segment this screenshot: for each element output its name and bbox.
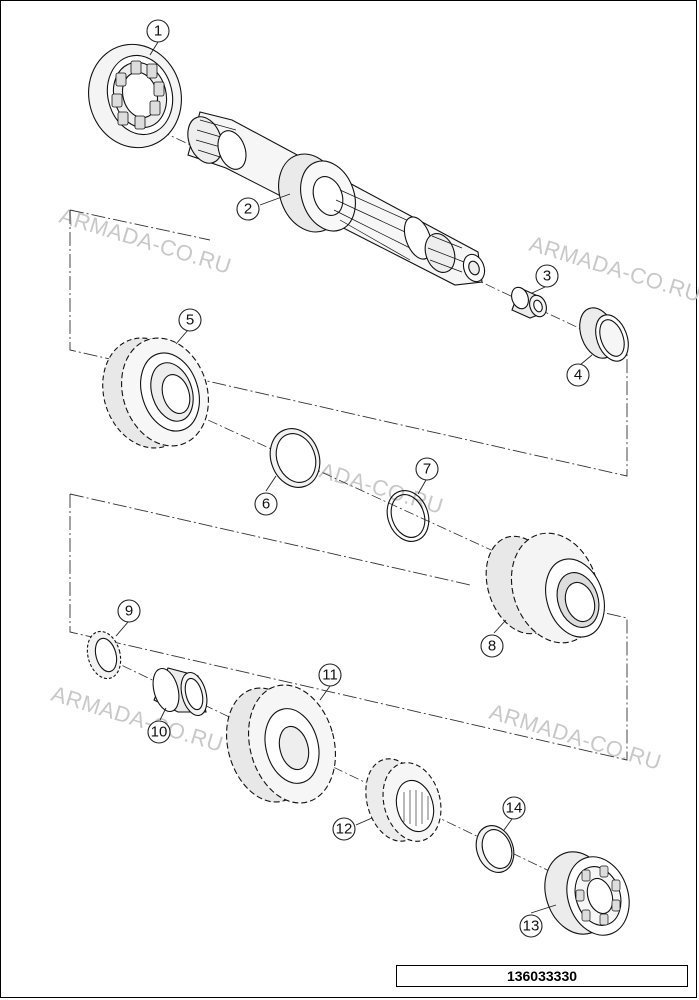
callout-label: 4 <box>574 367 582 384</box>
part-13-ball-bearing-icon <box>544 851 630 936</box>
callout-label: 5 <box>186 312 194 329</box>
callout-label: 3 <box>543 268 551 285</box>
part-8-double-gear-icon <box>485 532 605 644</box>
part-9-toothed-lock-washer-icon <box>86 630 122 680</box>
callout-5: 5 <box>178 308 202 332</box>
part-3-needle-sleeve-icon <box>511 286 547 319</box>
part-12-small-spur-gear-icon <box>365 758 442 842</box>
callout-2: 2 <box>236 197 260 221</box>
callout-9: 9 <box>117 599 141 623</box>
drawing-code-label: 136033330 <box>396 965 688 987</box>
callout-7: 7 <box>415 457 439 481</box>
callout-label: 1 <box>154 23 162 40</box>
callout-label: 6 <box>262 496 270 513</box>
callout-label: 10 <box>151 724 168 741</box>
callout-label: 13 <box>523 918 540 935</box>
callout-3: 3 <box>535 264 559 288</box>
part-2-splined-main-shaft-icon <box>187 111 486 286</box>
part-6-thrust-washer-icon <box>269 428 321 488</box>
part-7-snap-ring-icon <box>386 490 430 542</box>
callout-label: 9 <box>125 603 133 620</box>
callout-8: 8 <box>480 634 504 658</box>
callout-label: 11 <box>322 667 338 684</box>
watermark-text: ARMADA-CO.RU <box>57 203 235 279</box>
callout-14: 14 <box>502 796 526 820</box>
callout-12: 12 <box>332 817 356 841</box>
watermark-text: ARMADA-CO.RU <box>487 699 665 775</box>
leader-lines <box>115 41 593 914</box>
callout-label: 2 <box>244 201 252 218</box>
callout-label: 14 <box>506 800 523 817</box>
part-1-ball-bearing-icon <box>88 43 182 149</box>
callout-11: 11 <box>318 663 342 687</box>
callout-4: 4 <box>566 363 590 387</box>
callout-6: 6 <box>254 492 278 516</box>
callouts: 1 2 3 4 5 6 7 8 9 10 11 12 13 14 <box>117 19 590 938</box>
callout-label: 7 <box>423 461 431 478</box>
callout-label: 8 <box>488 638 496 655</box>
callout-label: 12 <box>336 821 353 838</box>
callout-13: 13 <box>519 914 543 938</box>
part-4-bushing-ring-icon <box>579 307 629 362</box>
part-14-thrust-washer-icon <box>475 825 515 873</box>
part-5-spur-gear-icon <box>102 337 209 449</box>
part-11-large-spur-gear-icon <box>225 684 336 804</box>
part-10-needle-bushing-icon <box>152 667 208 717</box>
callout-1: 1 <box>146 19 170 43</box>
callout-10: 10 <box>147 720 171 744</box>
watermarks: ARMADA-CO.RU ARMADA-CO.RU ARMADA-CO.RU A… <box>49 203 699 775</box>
